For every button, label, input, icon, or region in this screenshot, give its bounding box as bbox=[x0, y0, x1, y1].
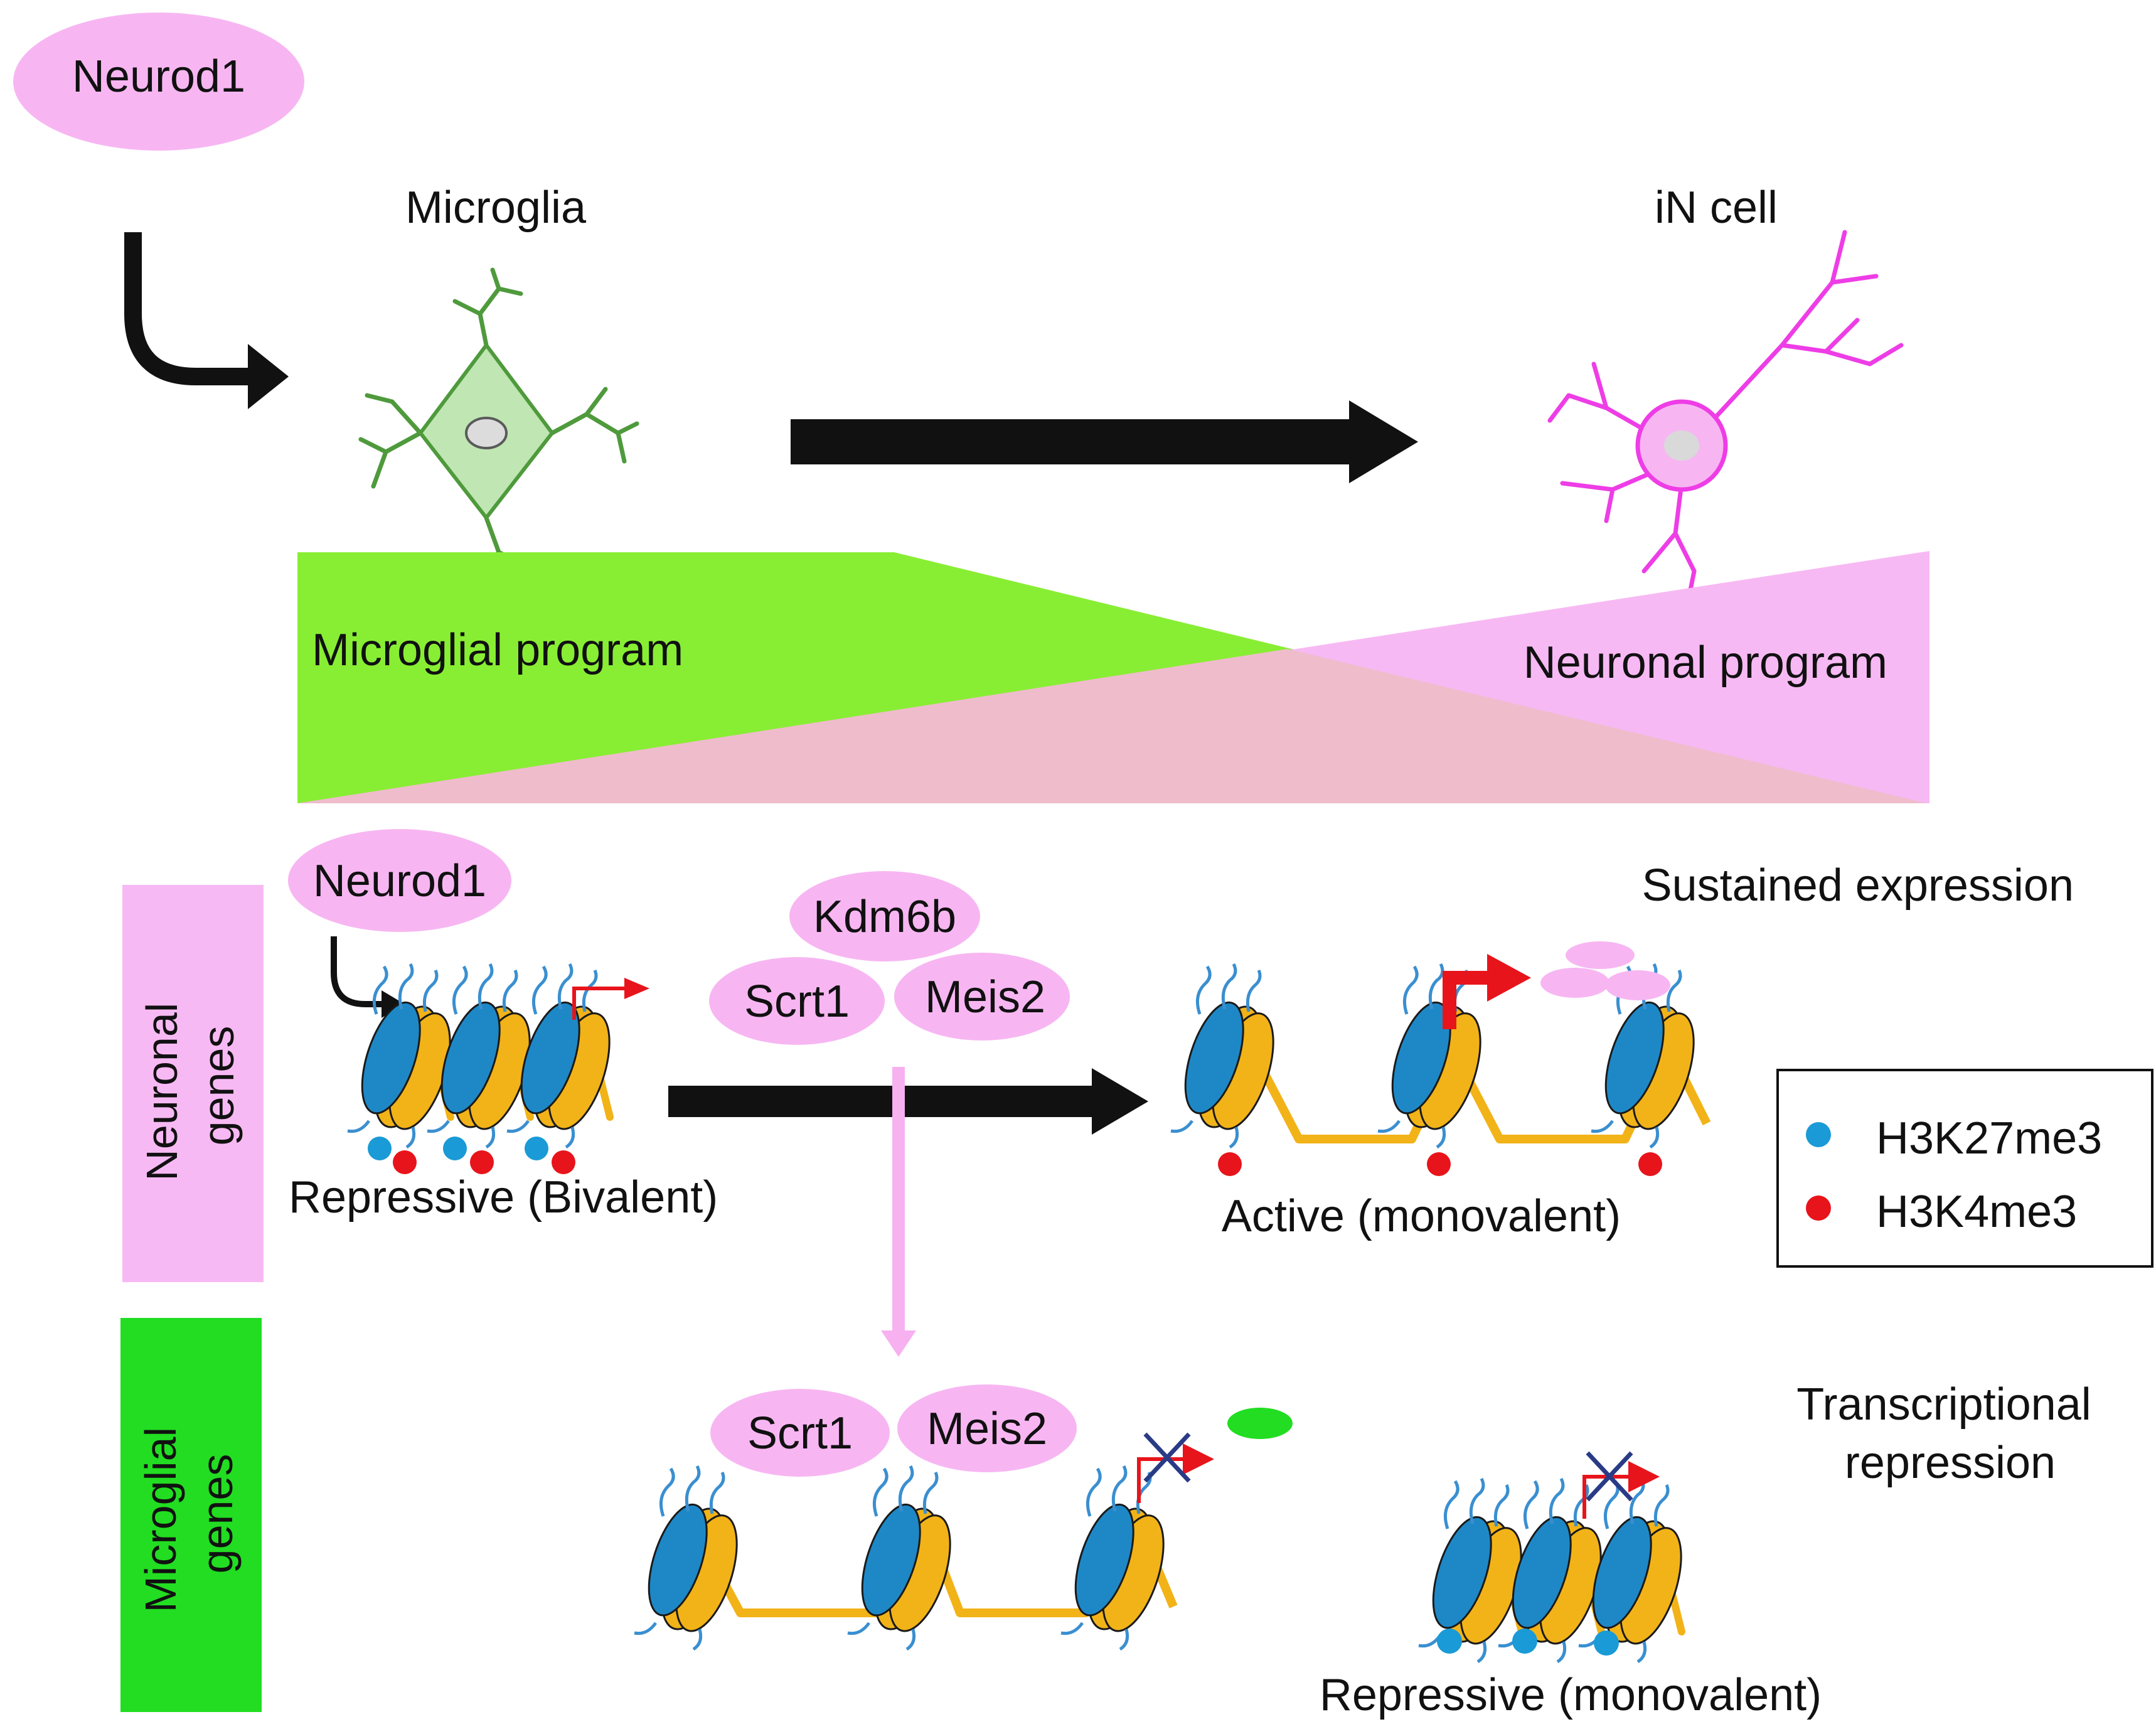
legend: H3K27me3 H3K4me3 bbox=[1776, 1069, 2153, 1268]
microglial-genes-bar bbox=[120, 1318, 262, 1712]
neuronal-genes-line2: genes bbox=[194, 1026, 243, 1146]
bivalent-marks bbox=[368, 1137, 575, 1174]
blocked-tss-1 bbox=[1137, 1432, 1214, 1503]
tss-arrowhead-small bbox=[624, 978, 649, 999]
tss-arrowhead-large bbox=[1487, 954, 1531, 1002]
microglia-cell-icon bbox=[358, 267, 639, 596]
meis2-bubble-row1 bbox=[894, 953, 1070, 1041]
blocked-tss-2 bbox=[1582, 1451, 1660, 1519]
microglial-program-label: Microglial program bbox=[312, 625, 683, 675]
h3k4me3-mark bbox=[1427, 1152, 1451, 1176]
microglial-genes-line2: genes bbox=[193, 1454, 242, 1574]
neurod1-bubble-top bbox=[13, 13, 304, 151]
sustained-expression-label: Sustained expression bbox=[1642, 860, 2074, 911]
neuron-cell-icon bbox=[1547, 230, 1904, 605]
h3k27me3-mark bbox=[525, 1137, 548, 1160]
h3k4me3-mark bbox=[1638, 1152, 1662, 1176]
active-state-label: Active (monovalent) bbox=[1222, 1191, 1621, 1241]
neuronal-genes-bar bbox=[122, 885, 264, 1282]
h3k4me3-mark bbox=[1218, 1152, 1242, 1176]
neurod1-entry-arrow bbox=[124, 232, 251, 385]
h3k27me3-mark bbox=[1437, 1629, 1462, 1654]
transition-arrow bbox=[791, 400, 1418, 483]
tss-arrow-large bbox=[1443, 971, 1490, 1029]
microglial-compact-chromatin bbox=[1419, 1479, 1694, 1662]
block-x-icon bbox=[1143, 1432, 1191, 1483]
neuronal-activation-arrow bbox=[668, 1068, 1148, 1135]
repressive-monovalent-label: Repressive (monovalent) bbox=[1320, 1670, 1822, 1720]
neurod1-label-row: Neurod1 bbox=[313, 856, 486, 906]
h3k27me3-mark bbox=[1594, 1630, 1619, 1656]
scrt1-label-row1: Scrt1 bbox=[744, 977, 850, 1027]
bivalent-nucleosomes bbox=[348, 964, 622, 1147]
block-x-icon bbox=[1586, 1451, 1633, 1502]
neurod1-bubble-row bbox=[288, 829, 511, 932]
h3k27me3-mark bbox=[368, 1137, 392, 1160]
top-factor: Neurod1 bbox=[13, 13, 304, 151]
legend-box bbox=[1776, 1069, 2153, 1268]
legend-h3k4me3-swatch bbox=[1806, 1196, 1831, 1221]
neurod1-binding-arrowhead bbox=[382, 990, 405, 1018]
neurod1-binding-arrow bbox=[331, 936, 386, 1007]
neuronal-genes-label: Neuronal genes bbox=[137, 990, 243, 1181]
neuronal-genes-line1: Neuronal bbox=[137, 1003, 186, 1181]
kdm6b-label: Kdm6b bbox=[813, 892, 956, 942]
bivalent-state-label: Repressive (Bivalent) bbox=[289, 1172, 718, 1223]
h3k4me3-mark bbox=[470, 1150, 494, 1174]
neurod1-entry-arrowhead bbox=[248, 344, 289, 409]
microglia-title: Microglia bbox=[405, 183, 587, 233]
meis2-label-row2: Meis2 bbox=[927, 1404, 1047, 1454]
legend-h3k27me3-label: H3K27me3 bbox=[1876, 1113, 2102, 1164]
scrt1-label-row2: Scrt1 bbox=[747, 1408, 853, 1458]
overlap-wedge bbox=[297, 649, 1926, 803]
legend-h3k4me3-label: H3K4me3 bbox=[1876, 1187, 2077, 1237]
in-cell-title: iN cell bbox=[1655, 183, 1778, 233]
h3k4me3-mark bbox=[393, 1150, 417, 1174]
tss-arrow-small bbox=[572, 987, 627, 1020]
transcriptional-repression-line2: repression bbox=[1845, 1438, 2056, 1488]
scrt1-bubble-row2 bbox=[710, 1389, 890, 1477]
cofactor-redirect-arrow bbox=[881, 1067, 916, 1357]
microglial-genes-line1: Microglial bbox=[136, 1427, 185, 1613]
green-transcript-blob bbox=[1227, 1408, 1293, 1439]
neuronal-program-label: Neuronal program bbox=[1524, 638, 1887, 688]
h3k27me3-mark bbox=[443, 1137, 467, 1160]
meis2-label-row1: Meis2 bbox=[925, 972, 1045, 1022]
microglial-genes-label: Microglial genes bbox=[136, 1415, 242, 1612]
scrt1-bubble-row1 bbox=[709, 957, 885, 1045]
program-wedges bbox=[297, 551, 1929, 803]
transcriptional-repression-line1: Transcriptional bbox=[1796, 1379, 2091, 1430]
neurod1-label-top: Neurod1 bbox=[72, 51, 245, 102]
transcriptional-repression-label: Transcriptional repression bbox=[1796, 1379, 2104, 1488]
kdm6b-bubble bbox=[789, 871, 980, 961]
transcript-blobs bbox=[1540, 941, 1670, 1000]
microglial-open-chromatin bbox=[634, 1466, 1178, 1649]
meis2-bubble-row2 bbox=[897, 1384, 1077, 1472]
h3k4me3-mark bbox=[552, 1150, 575, 1174]
active-chromatin bbox=[1171, 964, 1711, 1176]
h3k27me3-mark bbox=[1512, 1629, 1537, 1654]
legend-h3k27me3-swatch bbox=[1806, 1122, 1831, 1147]
